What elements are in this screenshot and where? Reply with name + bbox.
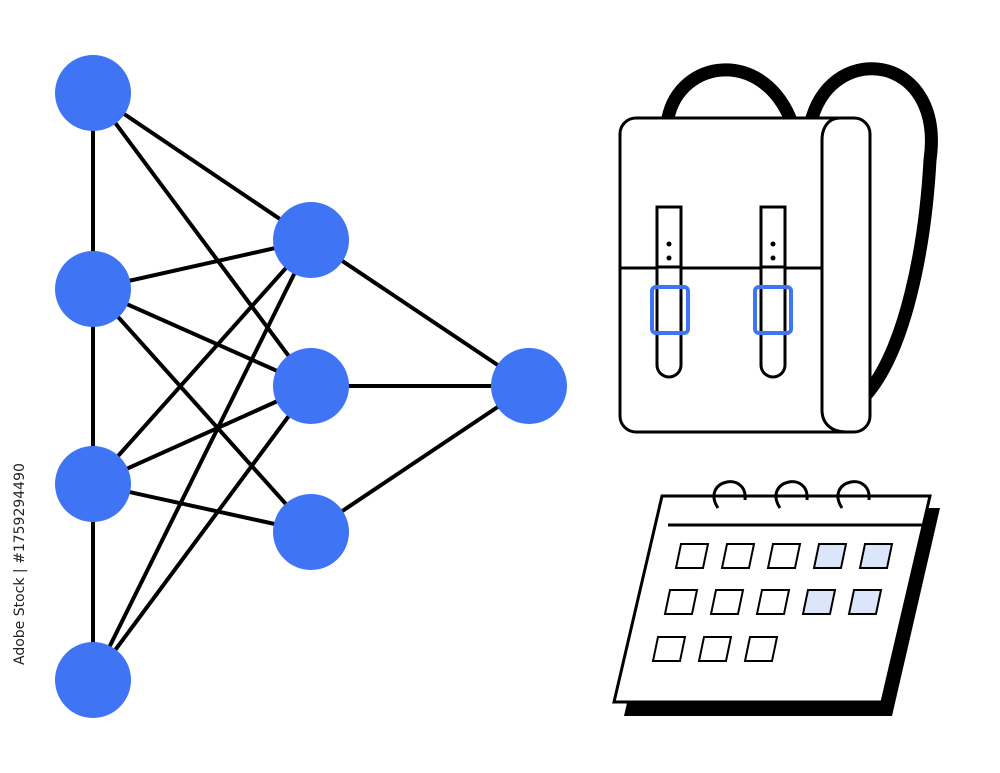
calendar-ring [712,480,747,509]
calendar-day-cell [697,636,733,662]
calendar-day-cell-highlighted [812,543,848,569]
network-edge [309,384,531,534]
calendar-day-cell [663,589,699,615]
backpack-side-pocket [820,116,847,434]
calendar-ring [774,480,809,509]
input-node [55,642,131,718]
calendar-day-cell-highlighted [847,589,883,615]
calendar-ring [836,480,871,509]
network-edge [91,238,313,682]
neural-network-diagram [55,55,567,718]
network-edge [91,287,313,388]
hidden-node [273,348,349,424]
watermark-side-text: Adobe Stock | #1759294490 [12,463,28,665]
calendar-rings [712,480,871,509]
buckle-icon [650,285,690,335]
strap-hole [666,255,672,261]
network-edge [91,384,313,486]
network-edge [309,238,531,388]
calendar-icon [612,480,940,716]
calendar-day-cell [651,636,687,662]
strap-hole [666,241,672,247]
hidden-node [273,202,349,278]
network-edges [91,91,531,682]
network-edge [91,91,313,388]
calendar-day-cell [755,589,791,615]
network-edge [91,238,313,486]
calendar-day-cell-highlighted [858,543,894,569]
network-edge [91,91,313,242]
calendar-day-cell [674,543,710,569]
network-edge [91,287,313,534]
strap-hole [770,241,776,247]
buckle-icon [753,285,793,335]
network-nodes [55,55,567,718]
backpack-icon [618,62,938,434]
backpack-strap [805,62,938,402]
watermark: Adobe Stock | #1759294490 [12,463,28,665]
calendar-day-cell [766,543,802,569]
network-edge [91,384,313,682]
input-node [55,55,131,131]
calendar-day-grid [651,543,894,662]
calendar-day-cell [709,589,745,615]
calendar-day-cell [720,543,756,569]
output-node [491,348,567,424]
hidden-node [273,494,349,570]
calendar-day-cell-highlighted [801,589,837,615]
input-node [55,446,131,522]
calendar-day-cell [743,636,779,662]
backpack-strap [661,63,797,125]
input-node [55,251,131,327]
strap-hole [770,255,776,261]
